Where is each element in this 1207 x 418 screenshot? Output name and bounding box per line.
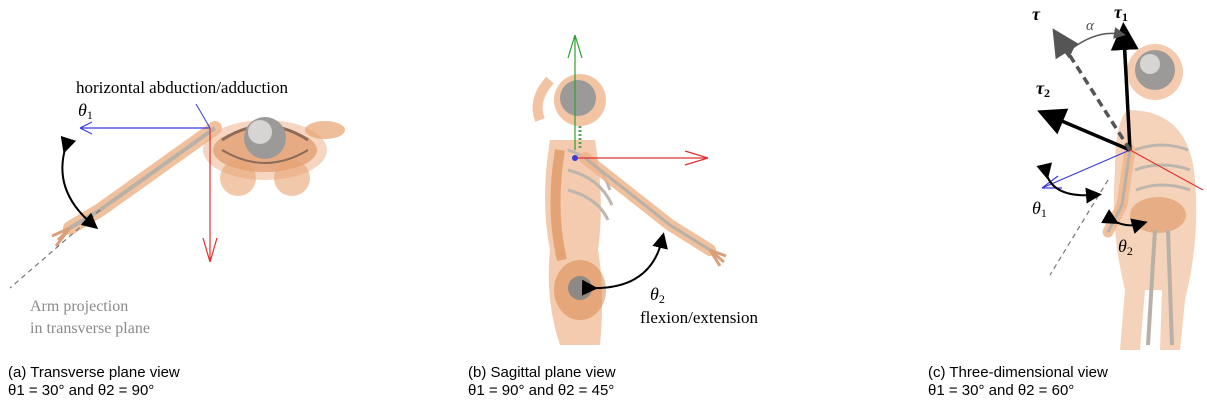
caption-b-title: (b) Sagittal plane view bbox=[468, 364, 616, 382]
motion-label: flexion/extension bbox=[640, 308, 758, 328]
sagittal-illustration bbox=[400, 0, 820, 360]
projection-label: Arm projection in transverse plane bbox=[30, 296, 150, 340]
caption-a: (a) Transverse plane view θ1 = 30° and θ… bbox=[8, 364, 180, 400]
head-top-view bbox=[244, 117, 286, 159]
theta1-label: θ1 bbox=[1032, 198, 1047, 221]
caption-c: (c) Three-dimensional view θ1 = 30° and … bbox=[928, 364, 1108, 400]
three-dimensional-illustration bbox=[900, 0, 1207, 360]
head-side-view bbox=[538, 74, 606, 150]
theta1-label: θ1 bbox=[78, 100, 93, 123]
tau2-label: τ2 bbox=[1036, 78, 1050, 101]
alpha-arc bbox=[1070, 33, 1120, 50]
caption-a-title: (a) Transverse plane view bbox=[8, 364, 180, 382]
z-axis-dot bbox=[572, 155, 578, 161]
motion-label: horizontal abduction/adduction bbox=[76, 78, 288, 98]
caption-b-angles: θ1 = 90° and θ2 = 45° bbox=[468, 382, 616, 400]
tau-label: τ bbox=[1032, 4, 1040, 25]
theta2-label: θ2 bbox=[1118, 236, 1133, 259]
panel-transverse-view: horizontal abduction/adduction θ1 Arm pr… bbox=[0, 0, 400, 418]
alpha-label: α bbox=[1086, 18, 1094, 35]
caption-c-title: (c) Three-dimensional view bbox=[928, 364, 1108, 382]
panel-sagittal-view: θ2 flexion/extension (b) Sagittal plane … bbox=[400, 0, 820, 418]
caption-b: (b) Sagittal plane view θ1 = 90° and θ2 … bbox=[468, 364, 616, 400]
panel-3d-view: τ τ1 α τ2 θ1 θ2 (c) Three-dimensional vi… bbox=[900, 0, 1207, 418]
caption-a-angles: θ1 = 30° and θ2 = 90° bbox=[8, 382, 180, 400]
arm bbox=[585, 158, 726, 266]
caption-c-angles: θ1 = 30° and θ2 = 60° bbox=[928, 382, 1108, 400]
tau1-label: τ1 bbox=[1114, 2, 1128, 25]
head-3d bbox=[1127, 44, 1183, 100]
arm bbox=[52, 128, 215, 246]
theta2-label: θ2 bbox=[650, 284, 665, 307]
